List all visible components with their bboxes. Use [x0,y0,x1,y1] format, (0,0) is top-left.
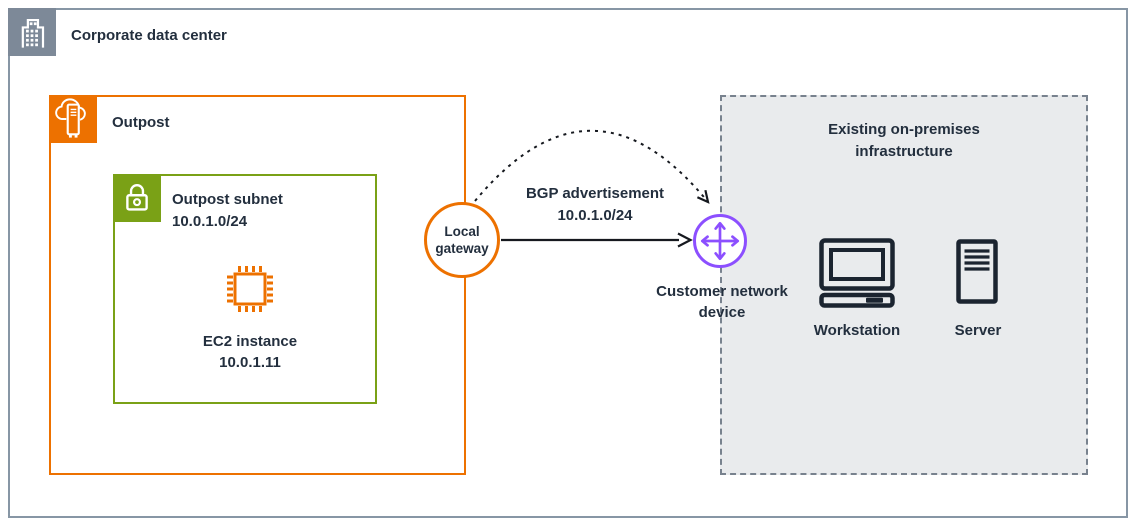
local-gateway-label-line1: Local [444,224,480,239]
on-premises-title-line2: infrastructure [855,143,953,160]
local-gateway-label: Local gateway [435,223,488,257]
ec2-instance-label: EC2 instance 10.0.1.11 [160,331,340,373]
outpost-subnet-label: Outpost subnet 10.0.1.0/24 [172,189,283,233]
bgp-advertisement-label-line1: BGP advertisement [525,185,665,202]
ec2-instance-ip: 10.0.1.11 [219,354,281,371]
customer-network-device-label: Customer network device [622,281,822,323]
server-label: Server [954,322,1002,339]
customer-network-device-label-line1: Customer network [656,283,788,300]
on-premises-title-line1: Existing on-premises [828,121,980,138]
building-icon [8,8,56,56]
corporate-data-center-label: Corporate data center [71,27,227,44]
lock-icon [113,174,161,222]
router-cross-icon [700,221,740,261]
chip-icon [227,266,273,312]
local-gateway-node: Local gateway [424,202,500,278]
workstation-icon [819,238,895,308]
server-icon [956,239,998,304]
local-gateway-label-line2: gateway [435,241,489,256]
outpost-label: Outpost [112,114,170,131]
outpost-rack-icon [49,95,97,143]
corporate-data-center-group [8,8,1128,518]
outpost-subnet-label-line1: Outpost subnet [172,191,283,208]
bgp-advertisement-cidr: 10.0.1.0/24 [557,206,633,224]
customer-network-device-node [693,214,747,268]
customer-network-device-label-line2: device [698,304,746,321]
ec2-instance-label-line1: EC2 instance [202,333,298,350]
on-premises-title: Existing on-premises infrastructure [804,119,1004,163]
workstation-label: Workstation [813,322,901,339]
on-premises-group [720,95,1088,475]
bgp-advertisement-label: BGP advertisement 10.0.1.0/24 [495,183,695,226]
outpost-subnet-cidr: 10.0.1.0/24 [172,213,248,230]
